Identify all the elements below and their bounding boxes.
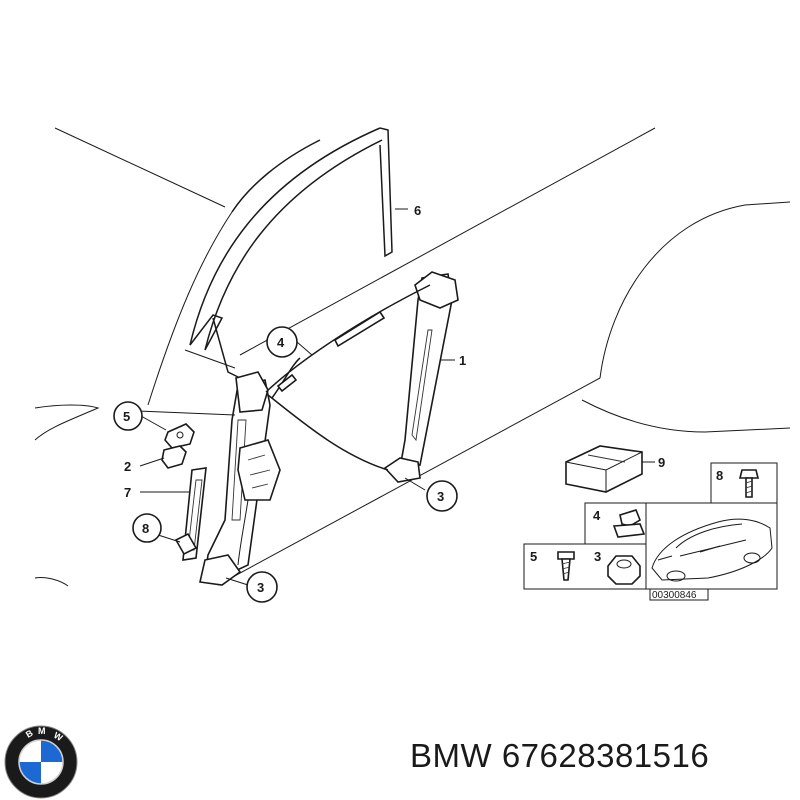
callout-8: 8 bbox=[132, 513, 162, 543]
callout-3a: 3 bbox=[426, 480, 458, 512]
callout-9-label: 9 bbox=[658, 455, 665, 470]
callout-7: 7 bbox=[124, 485, 131, 500]
callout-5: 5 bbox=[113, 401, 143, 431]
screw-icon bbox=[557, 551, 575, 581]
kit-label-8: 8 bbox=[716, 468, 723, 483]
callout-5-label: 5 bbox=[123, 409, 130, 424]
clip-icon bbox=[612, 509, 646, 538]
brand-name: BMW bbox=[410, 737, 493, 774]
part-caption: BMW 67628381516 bbox=[410, 737, 709, 775]
part-9-block: 9 bbox=[565, 445, 665, 493]
car-body-outline bbox=[34, 127, 791, 587]
svg-text:B: B bbox=[24, 728, 35, 740]
callout-4: 4 bbox=[266, 326, 298, 358]
callout-6-label: 6 bbox=[414, 203, 421, 218]
callout-1: 1 bbox=[459, 353, 466, 368]
kit-label-4: 4 bbox=[593, 508, 601, 523]
callout-3a-label: 3 bbox=[437, 489, 444, 504]
window-regulator bbox=[199, 271, 459, 586]
kit-label-3: 3 bbox=[594, 549, 601, 564]
callout-4-label: 4 bbox=[277, 335, 285, 350]
small-parts bbox=[161, 423, 207, 561]
callout-6: 6 bbox=[414, 203, 421, 218]
callout-2: 2 bbox=[124, 459, 131, 474]
callout-8-label: 8 bbox=[142, 521, 149, 536]
bolt-icon bbox=[738, 469, 760, 498]
callout-7-label: 7 bbox=[124, 485, 131, 500]
hardware-kit-box: 8 4 5 3 bbox=[523, 462, 778, 601]
leader-lines bbox=[137, 208, 655, 586]
diagram-code: 00300846 bbox=[652, 590, 697, 601]
kit-label-5: 5 bbox=[530, 549, 537, 564]
svg-text:M: M bbox=[38, 726, 46, 736]
callout-3b: 3 bbox=[246, 571, 278, 603]
callout-2-label: 2 bbox=[124, 459, 131, 474]
callout-1-label: 1 bbox=[459, 353, 466, 368]
door-frame bbox=[189, 127, 393, 379]
bmw-logo: B M W bbox=[4, 725, 78, 799]
callout-3b-label: 3 bbox=[257, 580, 264, 595]
car-thumbnail-icon bbox=[651, 518, 773, 582]
nut-icon bbox=[607, 555, 641, 585]
part-number: 67628381516 bbox=[501, 737, 710, 774]
